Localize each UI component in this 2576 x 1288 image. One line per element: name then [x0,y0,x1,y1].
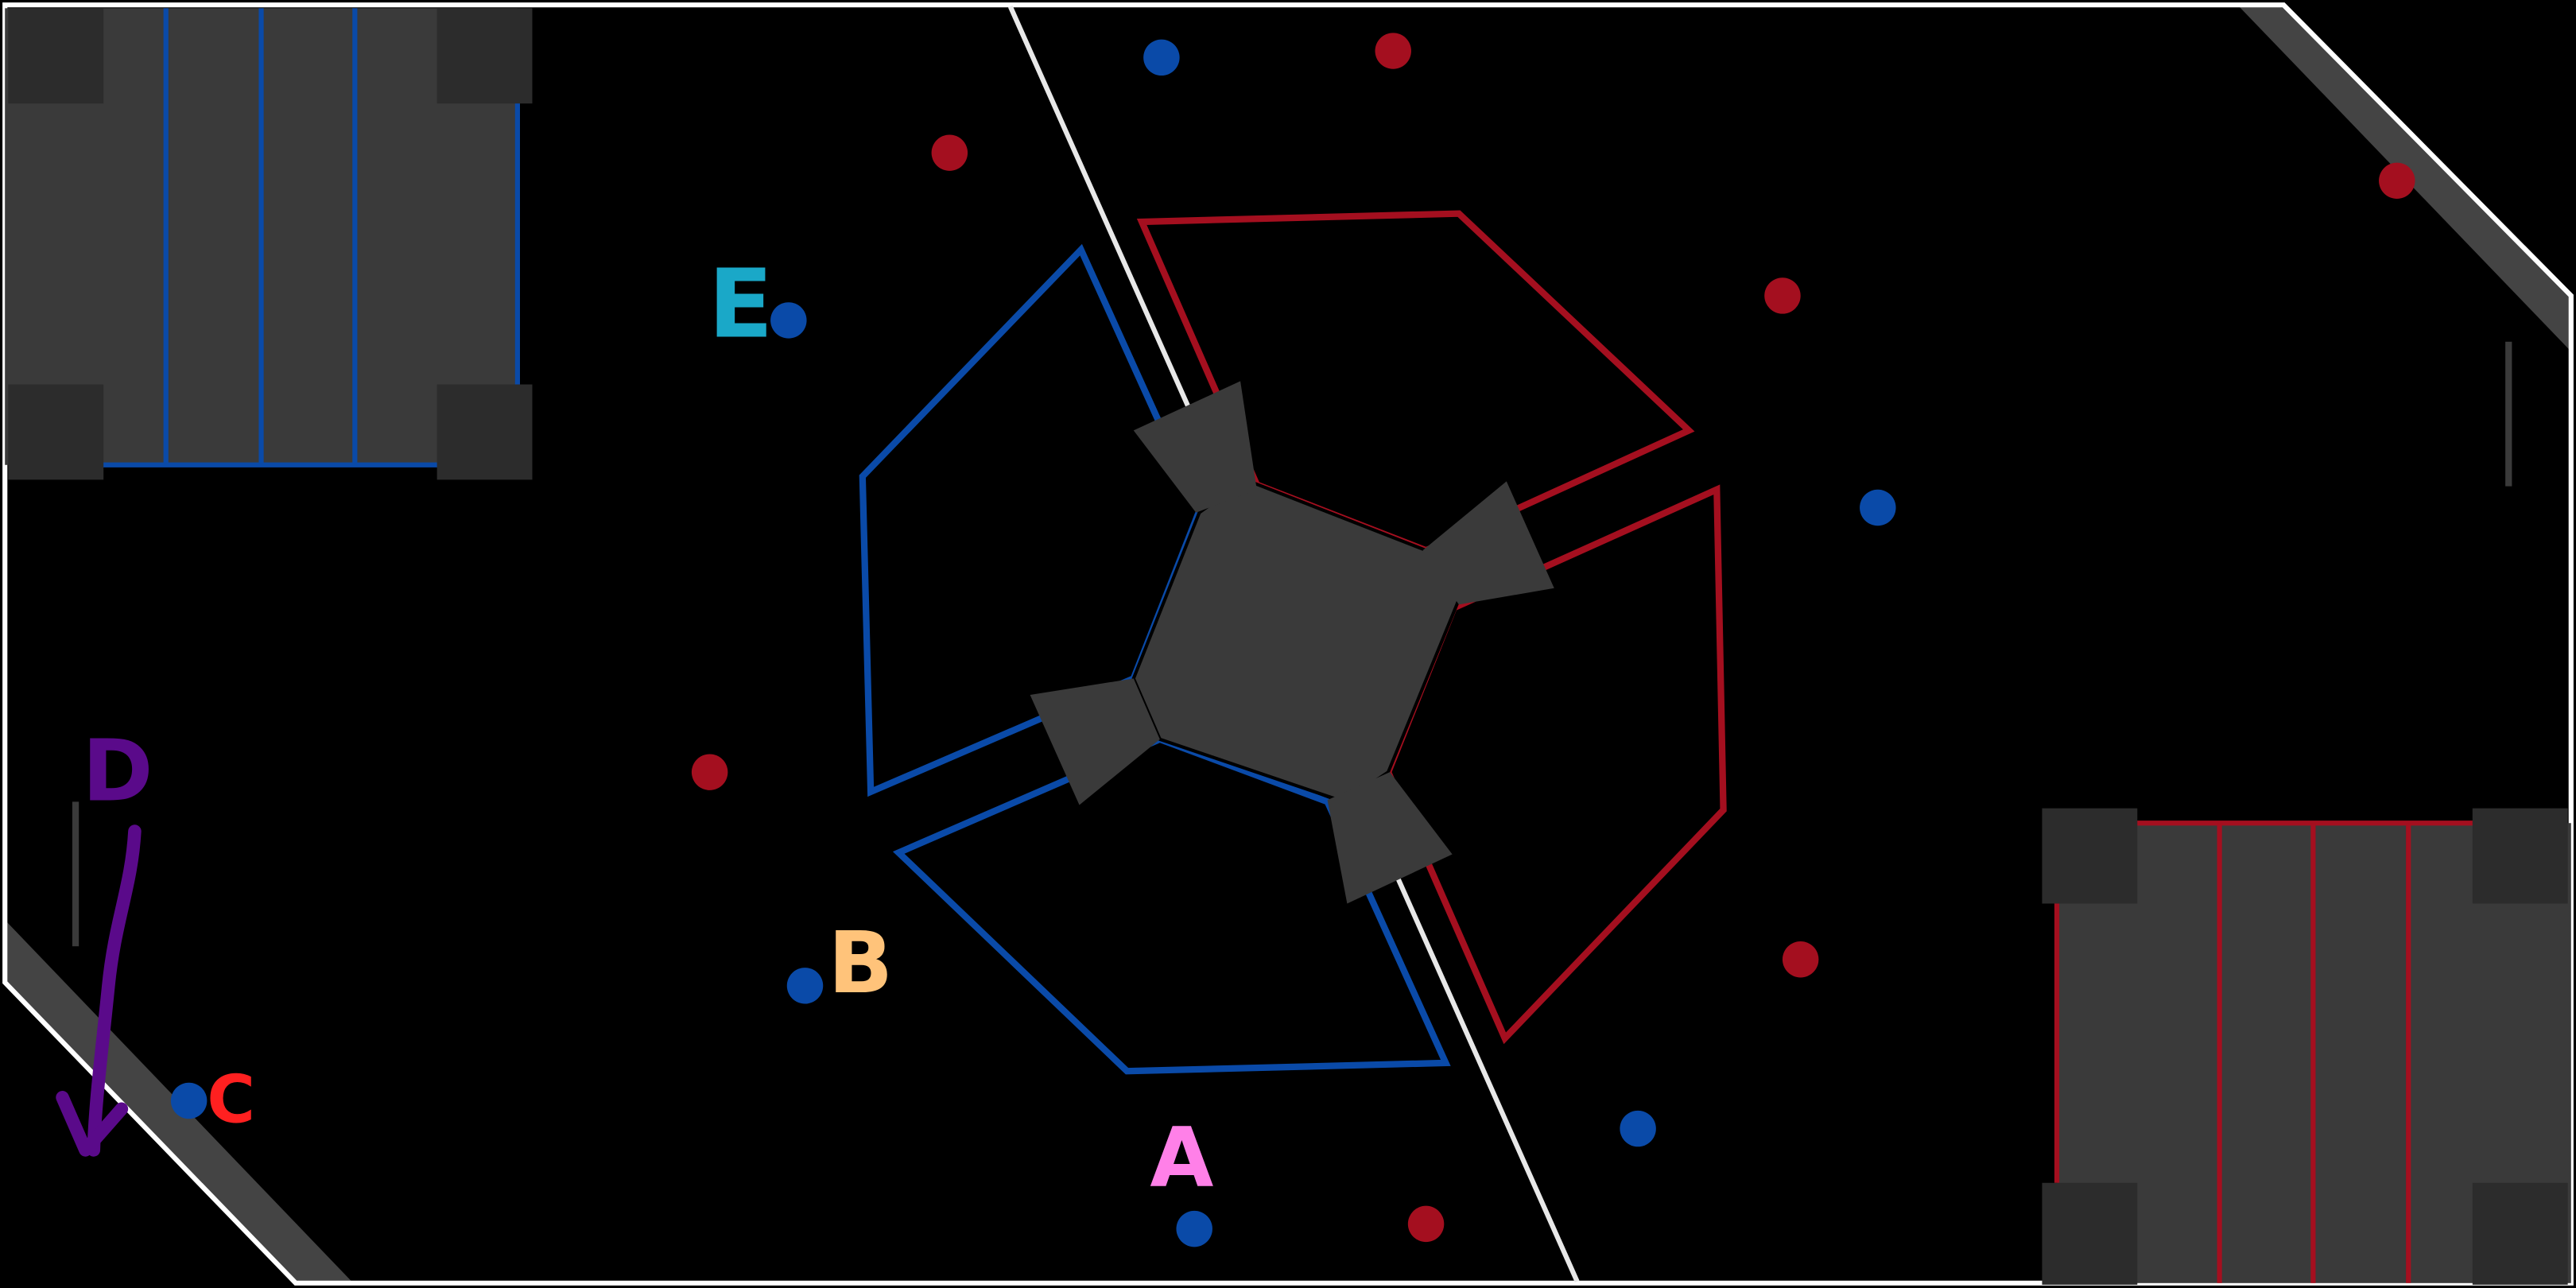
red-ball [1407,1205,1445,1243]
center-hub [1030,381,1554,904]
red-ball [1764,277,1801,314]
label-A: A [1150,1111,1213,1206]
hub-arm [1327,772,1453,904]
red-goal-post [2472,1182,2568,1285]
blue-ball [770,302,807,339]
side-post-left [72,801,80,947]
red-ball [691,754,728,790]
hub-arm [1422,481,1554,605]
label-B: B [828,914,893,1013]
label-E: E [708,250,774,360]
red-goal-structure [2042,808,2571,1285]
arrow-head [56,1091,129,1157]
blue-ball [170,1082,208,1119]
label-D: D [82,721,153,821]
blue-ball [1860,489,1896,526]
blue-goal-post [436,384,533,480]
blue-goal-structure [5,8,533,480]
red-ball [2379,162,2415,200]
blue-ball [1143,39,1180,76]
hub-arm [1030,678,1160,805]
red-ball [1782,941,1819,978]
blue-goal-post [8,8,104,104]
red-ball [931,134,968,171]
blue-ball [786,968,824,1004]
hub-arm [1133,381,1257,513]
red-goal-post [2042,1182,2138,1285]
label-C: C [207,1061,255,1138]
blue-ball [1620,1110,1656,1147]
hub-body [1131,478,1461,804]
blue-goal-post [8,384,104,480]
red-goal-post [2042,808,2138,904]
red-goal-post [2472,808,2568,904]
game-balls [170,33,2415,1247]
down-arrow-icon [87,824,142,1157]
red-ball [1375,33,1411,69]
side-post-right [2505,341,2512,487]
blue-goal-post [436,8,533,104]
blue-ball [1176,1210,1212,1247]
